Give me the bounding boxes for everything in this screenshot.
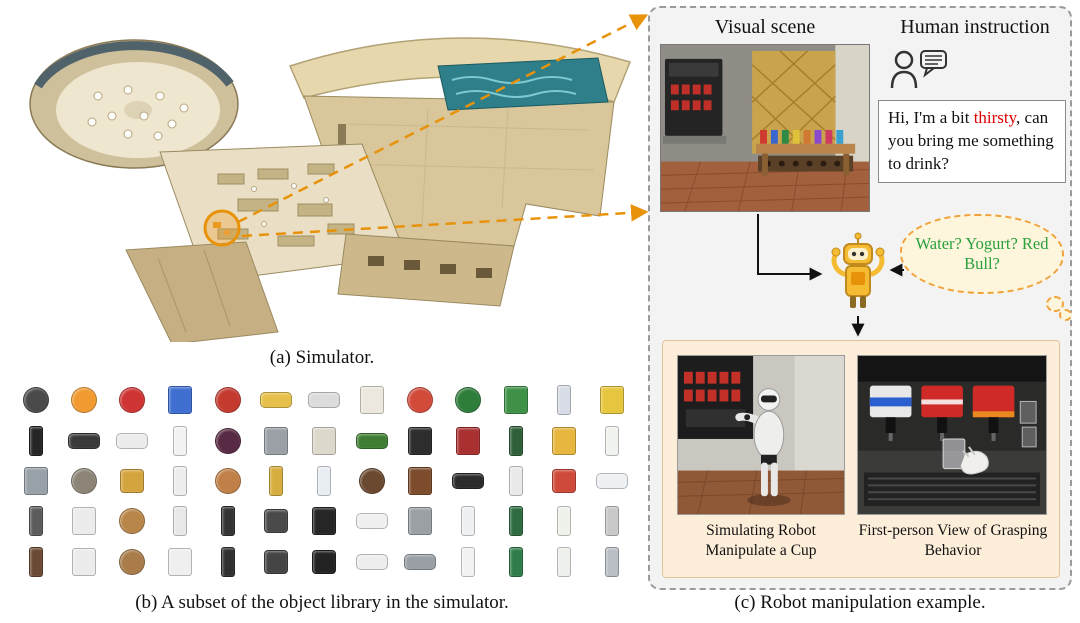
robot-manipulate-cup-image [677,355,845,515]
object-green-juice-box [504,386,528,415]
object-wine-bottle [509,506,523,537]
object-dark-bucket [264,549,288,574]
human-instruction-title: Human instruction [900,16,1050,38]
human-icon [890,50,947,89]
object-library-grid [12,380,636,582]
thought-cloud: Water? Yogurt? Red Bull? [900,214,1064,294]
object-gray-cup [605,546,619,577]
object-yogurt-bottle [557,506,571,537]
right-example-caption: First-person View of Grasping Behavior [858,522,1048,560]
object-spray-bottle [461,546,475,577]
object-mortar-and-pestle [71,467,97,494]
object-yellow-bowl [260,392,292,409]
first-person-grasp-image [857,355,1047,515]
object-flour-bag [168,547,192,576]
object-syringe [557,385,571,416]
simulator-isometric-render [29,37,632,345]
manipulation-examples-panel: Simulating Robot Manipulate a Cup [662,340,1060,578]
third-person-robot-render [677,356,845,515]
robot-manipulation-panel: Visual scene Human instruction [648,6,1072,590]
object-black-pot [452,472,484,489]
highlighted-region-circle [203,209,241,247]
thought-text: Water? Yogurt? Red Bull? [915,234,1049,273]
object-black-mug [312,549,336,574]
object-kettle [23,387,49,414]
object-slipper [68,432,100,449]
object-orange [71,387,97,414]
object-napkin [596,472,628,489]
object-paper-roll [308,392,340,409]
object-teddy-bear [360,386,384,415]
object-milk-carton [317,465,331,496]
object-mangosteen [215,427,241,454]
object-liquor-bottle [509,425,523,456]
instruction-text-box: Hi, I'm a bit thirsty, can you bring me … [878,100,1066,183]
visual-scene-image [660,44,870,212]
object-small-milk-bottle [557,546,571,577]
object-white-tray [356,513,388,530]
robot-icon [828,230,888,314]
object-tomato [407,387,433,414]
object-monitor-device [72,547,96,576]
object-yellow-mug [120,468,144,493]
object-leather-wallet [408,466,432,495]
object-coffee-cup [29,546,43,577]
object-dotted-cup [509,465,523,496]
object-gray-tray [404,553,436,570]
object-deodorant-spray [461,506,475,537]
panel-titles: Visual scene Human instruction [650,16,1070,39]
drink-station-render [660,45,870,212]
object-bead-bracelet [359,467,385,494]
object-milk-powder-can [173,506,187,537]
object-black-bin [221,546,235,577]
object-red-book [456,426,480,455]
caption-robot-manipulation: (c) Robot manipulation example. [734,592,986,613]
object-white-bowl [116,432,148,449]
object-watermelon [455,387,481,414]
simulator-image [8,4,636,345]
object-cucumber [356,432,388,449]
instruction-highlight: thirsty [973,108,1017,127]
object-serving-tray [356,553,388,570]
object-walnut [119,548,145,575]
object-milk-bottle [605,425,619,456]
object-camera [312,507,336,536]
object-yellow-juice-box [600,386,624,415]
thought-puff-small [1059,309,1072,321]
object-bucket [264,509,288,534]
object-chips-can [269,465,283,496]
object-bread [119,508,145,535]
object-plush-toy [312,426,336,455]
object-calculator [264,426,288,455]
thought-puff-large [1046,296,1064,312]
object-trash-bin [221,506,235,537]
object-wipes-pack [168,386,192,415]
person-speech-icon [888,46,950,94]
object-strawberry [119,387,145,414]
object-apple [215,387,241,414]
object-soy-sauce-bottle [29,425,43,456]
object-card-case [408,426,432,455]
object-thermos [29,506,43,537]
object-donut [215,467,241,494]
robot-assistant-icon [831,232,885,308]
first-person-grasp-render [858,356,1046,514]
object-gray-crate [408,507,432,536]
object-tissue-canister [173,465,187,496]
visual-scene-title: Visual scene [714,16,816,38]
caption-simulator: (a) Simulator. [269,347,375,368]
caption-object-library: (b) A subset of the object library in th… [135,592,509,613]
object-paper-cup [605,506,619,537]
instruction-post-text: , can you bring me something to drink? [888,108,1054,173]
object-kitchen-scale [72,507,96,536]
object-rubiks-cube [552,468,576,493]
object-pencil-case [24,466,48,495]
object-white-cup [173,425,187,456]
object-snack-bag [552,426,576,455]
instruction-pre-text: Hi, I'm a bit [888,108,974,127]
left-example-caption: Simulating Robot Manipulate a Cup [705,522,817,560]
object-green-bottle [509,546,523,577]
